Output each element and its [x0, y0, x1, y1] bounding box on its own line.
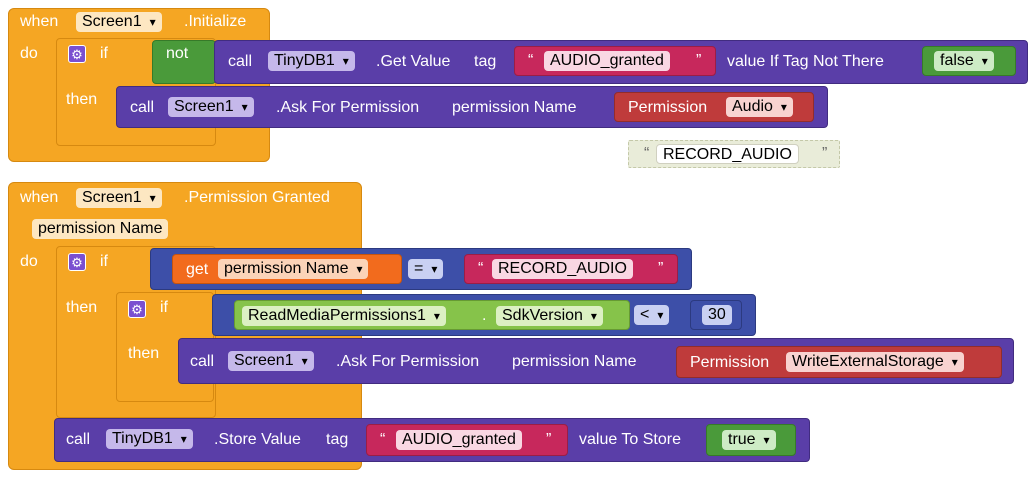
less-than-operator-dropdown[interactable]: <: [634, 305, 670, 325]
if-keyword: if: [100, 45, 108, 62]
false-dropdown[interactable]: false: [934, 51, 994, 71]
permission-name-label: permission Name: [452, 99, 577, 116]
call-keyword-3: call: [190, 353, 215, 370]
component-dropdown-readmedia[interactable]: ReadMediaPermissions1: [242, 306, 446, 326]
method-ask-for-permission: .Ask For Permission: [276, 99, 420, 116]
when-keyword: when: [20, 13, 59, 30]
method-get-value: .Get Value: [376, 53, 451, 70]
quote-close-2: ”: [658, 260, 664, 277]
permission-dropdown-audio[interactable]: Audio: [726, 97, 793, 117]
equals-operator-dropdown[interactable]: =: [408, 259, 444, 279]
property-dot: .: [482, 307, 487, 324]
true-dropdown[interactable]: true: [722, 430, 776, 450]
gear-icon-2[interactable]: ⚙: [68, 253, 86, 271]
then-keyword-3: then: [128, 345, 160, 362]
get-keyword: get: [186, 261, 209, 278]
call-keyword: call: [228, 53, 253, 70]
call-keyword-4: call: [66, 431, 91, 448]
quote-open-3: “: [380, 431, 386, 448]
param-permission-name[interactable]: permission Name: [32, 219, 169, 239]
component-dropdown-screen1-3[interactable]: Screen1: [228, 351, 314, 371]
do-keyword: do: [20, 45, 38, 62]
then-keyword-2: then: [66, 299, 98, 316]
when-keyword-2: when: [20, 189, 59, 206]
then-keyword: then: [66, 91, 98, 108]
gear-icon[interactable]: ⚙: [68, 45, 86, 63]
call-keyword-2: call: [130, 99, 155, 116]
permission-name-label-2: permission Name: [512, 353, 637, 370]
quote-close-stray: ”: [822, 145, 828, 162]
if-keyword-3: if: [160, 299, 168, 316]
event-name-2: .Permission Granted: [184, 189, 330, 206]
quote-close: ”: [696, 52, 702, 69]
tag-label: tag: [474, 53, 497, 70]
text-field-audio-granted-2[interactable]: AUDIO_granted: [396, 430, 522, 450]
stray-text-field[interactable]: RECORD_AUDIO: [656, 144, 799, 164]
not-block[interactable]: [152, 40, 216, 84]
property-dropdown-sdkversion[interactable]: SdkVersion: [496, 306, 603, 326]
text-field-audio-granted[interactable]: AUDIO_granted: [544, 51, 670, 71]
component-dropdown-screen1-2[interactable]: Screen1: [76, 188, 162, 208]
value-to-store-label: value To Store: [579, 431, 681, 448]
not-keyword: not: [166, 45, 189, 62]
number-field-30[interactable]: 30: [702, 305, 732, 325]
component-dropdown-tinydb1[interactable]: TinyDB1: [268, 51, 355, 71]
quote-open-stray: “: [644, 145, 650, 162]
permission-keyword-2: Permission: [690, 354, 770, 371]
method-ask-for-permission-2: .Ask For Permission: [336, 353, 480, 370]
do-keyword-2: do: [20, 253, 38, 270]
component-dropdown-screen1-ask[interactable]: Screen1: [168, 97, 254, 117]
component-dropdown-screen1[interactable]: Screen1: [76, 12, 162, 32]
if-tag-not-there-label: value If Tag Not There: [727, 53, 884, 70]
quote-close-3: ”: [546, 431, 552, 448]
quote-open-2: “: [478, 260, 484, 277]
component-dropdown-tinydb1-2[interactable]: TinyDB1: [106, 429, 193, 449]
get-variable-dropdown[interactable]: permission Name: [218, 259, 369, 279]
text-field-record-audio[interactable]: RECORD_AUDIO: [492, 259, 633, 279]
tag-label-2: tag: [326, 431, 349, 448]
quote-open: “: [528, 52, 534, 69]
if-keyword-2: if: [100, 253, 108, 270]
method-store-value: .Store Value: [214, 431, 301, 448]
permission-dropdown-write[interactable]: WriteExternalStorage: [786, 352, 964, 372]
permission-keyword: Permission: [628, 99, 708, 116]
gear-icon-3[interactable]: ⚙: [128, 300, 146, 318]
event-name: .Initialize: [184, 13, 247, 30]
